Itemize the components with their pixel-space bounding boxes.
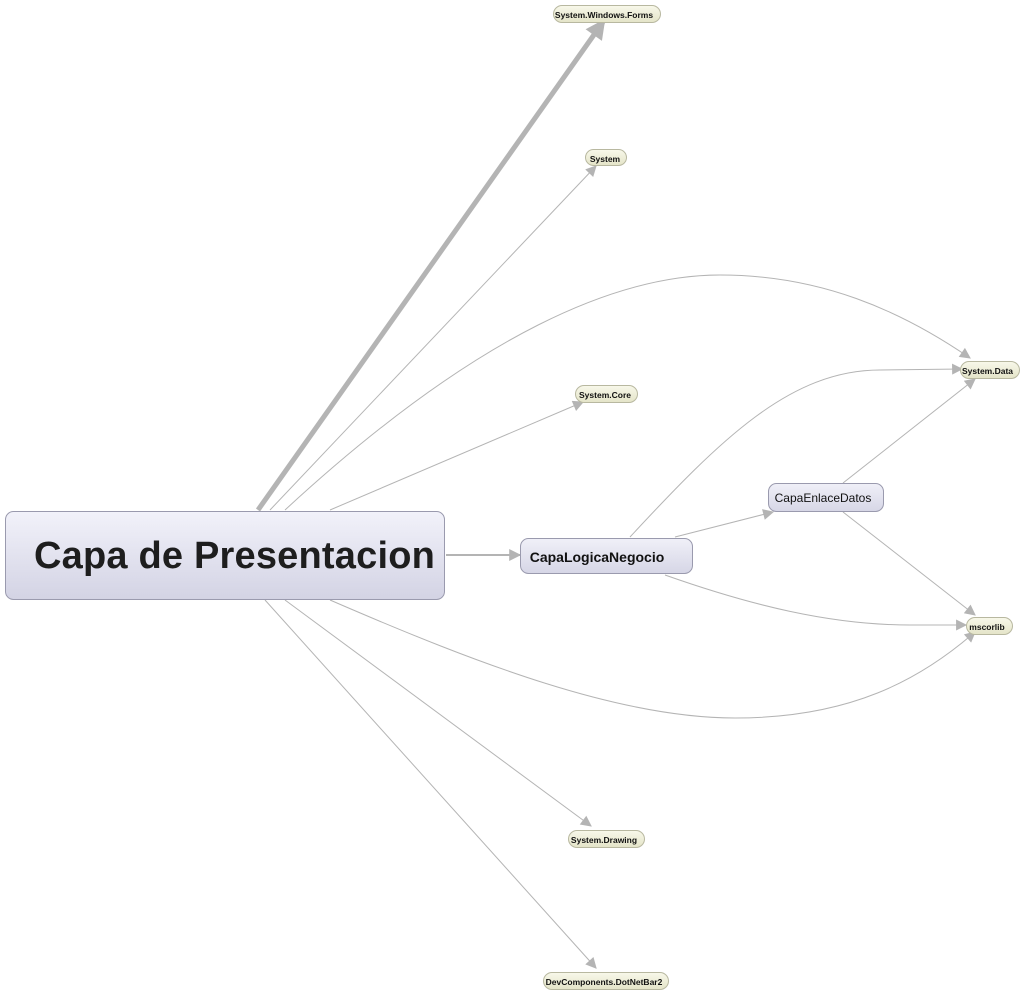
edge-main-core — [329, 400, 585, 511]
edge-logica-data — [629, 363, 964, 538]
edge-main-winforms — [255, 18, 606, 512]
node-system-windows-forms[interactable] — [553, 5, 661, 23]
edge-main-drawing — [284, 599, 592, 827]
node-devcomponents[interactable] — [543, 972, 669, 990]
node-system-data[interactable] — [960, 361, 1020, 379]
node-system[interactable] — [585, 149, 627, 166]
edge-main-system — [269, 165, 597, 511]
edge-logica-mscorlib — [664, 574, 968, 631]
edge-enlace-data — [842, 378, 976, 484]
node-system-drawing[interactable] — [568, 830, 645, 848]
edge-main-mscorlib — [329, 599, 976, 719]
edge-main-data — [284, 274, 971, 511]
node-capa-logica-negocio[interactable] — [520, 538, 693, 574]
edge-logica-enlace — [674, 509, 775, 538]
edge-main-devcomp — [264, 599, 597, 969]
node-system-core[interactable] — [575, 385, 638, 403]
node-capa-enlace-datos[interactable] — [768, 483, 884, 512]
edge-enlace-mscorlib — [842, 511, 976, 616]
node-capa-presentacion[interactable] — [5, 511, 445, 600]
node-mscorlib[interactable] — [966, 617, 1013, 635]
